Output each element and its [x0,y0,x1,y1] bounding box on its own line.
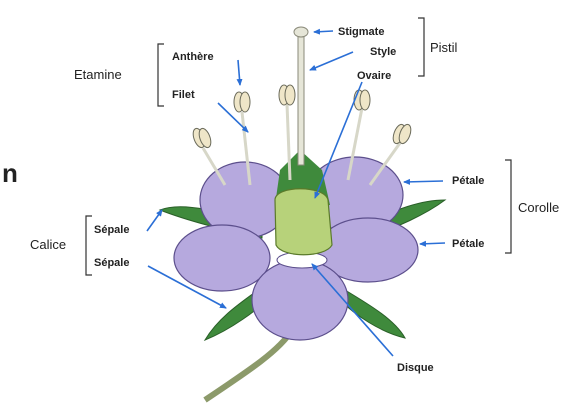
label-style: Style [370,46,396,58]
label-corolle: Corolle [518,200,559,215]
anther [354,90,370,110]
label-etamine: Etamine [74,67,122,82]
bracket-corolle [505,160,511,253]
anther [191,127,213,149]
label-sepale-bottom: Sépale [94,257,129,269]
bracket-etamine [158,44,164,106]
label-pistil: Pistil [430,40,458,55]
stem [205,330,292,400]
label-calice: Calice [30,237,66,252]
left-edge-letter: n [2,158,18,188]
arrow-anthere [238,60,240,85]
label-petale-bottom: Pétale [452,238,484,250]
arrow-stigmate [314,31,333,32]
arrow-petale-bottom [420,243,445,244]
label-stigmate: Stigmate [338,26,384,38]
petal-left [174,225,270,291]
label-disque: Disque [397,362,434,374]
sepal-lower-right [340,290,405,338]
arrow-petale-top [404,181,443,182]
label-anthere: Anthère [172,51,214,63]
bracket-pistil [418,18,424,76]
label-sepale-top: Sépale [94,224,129,236]
label-filet: Filet [172,89,195,101]
arrow-sepale-top [147,210,162,231]
anther [391,123,413,145]
ovary [275,189,332,255]
bracket-calice [86,216,92,275]
arrow-style [310,52,353,70]
label-ovaire: Ovaire [357,70,391,82]
style [298,35,304,165]
anther [234,92,250,112]
label-petale-top: Pétale [452,175,484,187]
stigma [294,27,308,37]
anther [279,85,295,105]
petal-bottom [252,260,348,340]
